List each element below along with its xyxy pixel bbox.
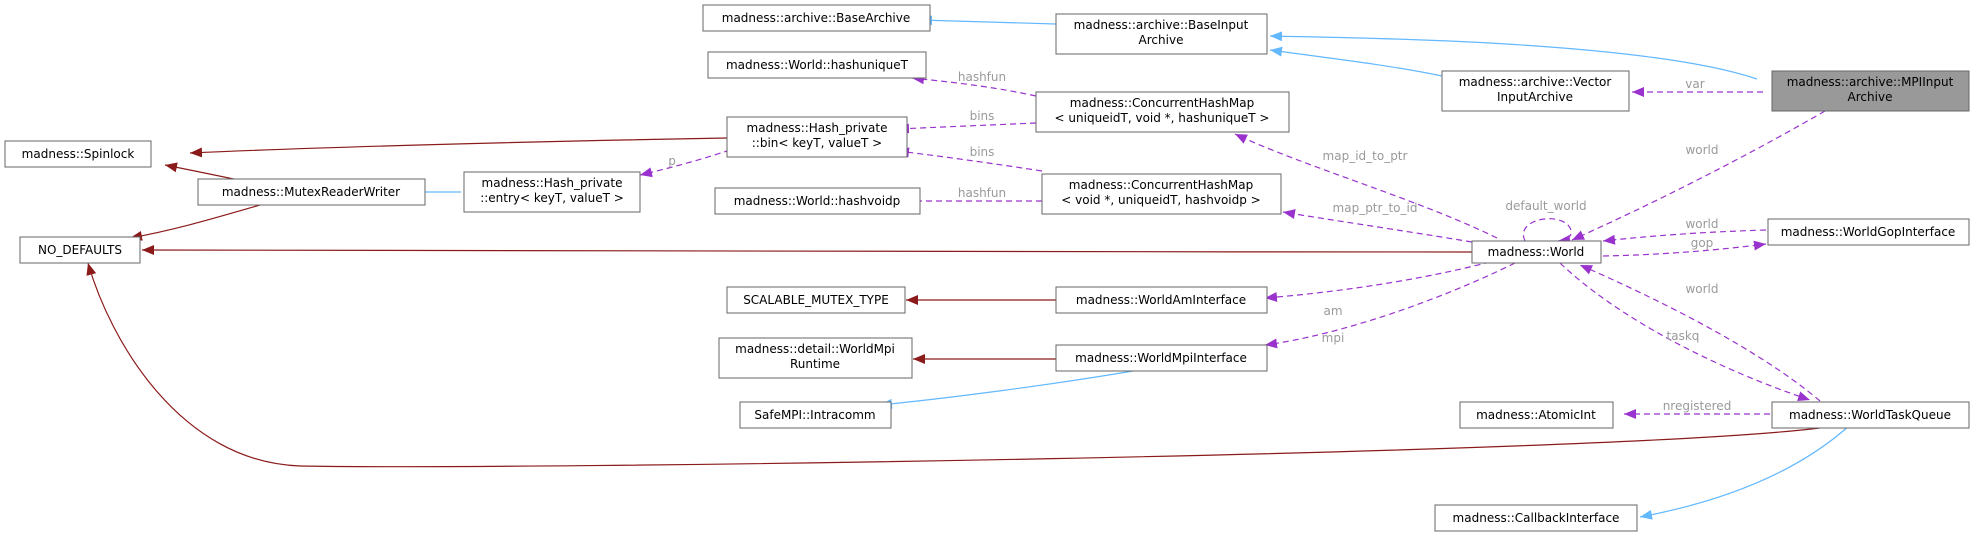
node-safempi-intracomm[interactable]: SafeMPI::Intracomm <box>739 401 892 429</box>
node-hashuniquet[interactable]: madness::World::hashuniqueT <box>707 51 927 79</box>
node-label-line: madness::AtomicInt <box>1476 408 1596 422</box>
node-label-line: ::entry< keyT, valueT > <box>480 191 624 205</box>
edge-hashentry-p-hashbin: p <box>639 149 731 178</box>
node-label-line: madness::Hash_private <box>482 176 623 190</box>
node-world[interactable]: madness::World <box>1471 240 1602 264</box>
edge-label-world-2: world <box>1685 217 1718 231</box>
node-label-line: madness::ConcurrentHashMap <box>1069 178 1253 192</box>
edge-hashbin-bins-chm-voidp: bins <box>896 145 1043 172</box>
node-label-line: madness::WorldGopInterface <box>1781 225 1956 239</box>
edge-label-mpi: mpi <box>1322 331 1345 345</box>
edge-label-bins-2: bins <box>970 145 995 159</box>
edge-atomicint-nregistered-taskqueue: nregistered <box>1624 399 1770 419</box>
node-label-line: madness::Spinlock <box>22 147 135 161</box>
node-hash-bin[interactable]: madness::Hash_private ::bin< keyT, value… <box>726 116 908 158</box>
node-label-line: SafeMPI::Intracomm <box>754 408 875 422</box>
edge-mpiinput-to-baseinput <box>1269 31 1758 80</box>
node-label-line: madness::detail::WorldMpi <box>735 342 895 356</box>
node-label-line: SCALABLE_MUTEX_TYPE <box>743 293 889 307</box>
node-label-line: madness::Hash_private <box>747 121 888 135</box>
node-label-line: < uniqueidT, void *, hashuniqueT > <box>1055 111 1270 125</box>
node-label-line: InputArchive <box>1497 90 1573 104</box>
node-base-archive[interactable]: madness::archive::BaseArchive <box>702 4 931 32</box>
node-vector-input-archive[interactable]: madness::archive::Vector InputArchive <box>1441 70 1630 112</box>
node-hashvoidp[interactable]: madness::World::hashvoidp <box>714 187 921 215</box>
edge-chm-uniqueid-map-id-to-ptr-world: map_id_to_ptr <box>1234 133 1498 239</box>
node-scalable-mutex-type[interactable]: SCALABLE_MUTEX_TYPE <box>726 286 906 314</box>
edge-world-am-worldam: am <box>1264 261 1491 318</box>
node-label-line: < void *, uniqueidT, hashvoidp > <box>1061 193 1260 207</box>
node-label-line: madness::archive::MPIInput <box>1787 75 1954 89</box>
node-label-line: madness::archive::Vector <box>1459 75 1612 89</box>
edge-label-bins-1: bins <box>970 109 995 123</box>
node-label-line: madness::archive::BaseInput <box>1074 18 1249 32</box>
edge-chm-voidp-map-ptr-to-id-world: map_ptr_to_id <box>1282 201 1473 243</box>
edge-world-default-world-self: default_world <box>1505 199 1587 245</box>
edge-label-world-3: world <box>1685 282 1718 296</box>
edge-world-mpi-worldmpi: mpi <box>1264 262 1516 349</box>
node-world-gop-interface[interactable]: madness::WorldGopInterface <box>1767 218 1970 246</box>
edge-taskqueue-to-nodefaults <box>86 262 1821 468</box>
node-label-line: Archive <box>1848 90 1893 104</box>
node-hash-entry[interactable]: madness::Hash_private ::entry< keyT, val… <box>463 171 641 213</box>
edge-hashbin-to-spinlock <box>189 137 728 158</box>
edge-vectorinput-to-baseinput <box>1269 46 1443 77</box>
edge-world-to-nodefaults <box>141 245 1473 256</box>
node-label-line: ::bin< keyT, valueT > <box>752 136 882 150</box>
edge-label-gop: gop <box>1691 236 1714 250</box>
edge-label-var: var <box>1685 77 1704 91</box>
node-world-am-interface[interactable]: madness::WorldAmInterface <box>1055 286 1268 314</box>
node-label-line: Archive <box>1139 33 1184 47</box>
edge-hashbin-bins-chm-uniqueid: bins <box>896 109 1037 134</box>
node-world-mpi-interface[interactable]: madness::WorldMpiInterface <box>1055 344 1268 372</box>
edge-mutexrw-to-nodefaults <box>129 204 261 241</box>
node-world-task-queue[interactable]: madness::WorldTaskQueue <box>1771 401 1970 429</box>
edge-label-map-ptr-to-id: map_ptr_to_id <box>1333 201 1418 215</box>
node-label-line: madness::World::hashuniqueT <box>726 58 909 72</box>
edge-label-p: p <box>668 154 676 168</box>
node-callback-interface[interactable]: madness::CallbackInterface <box>1434 504 1638 532</box>
node-label-line: madness::WorldAmInterface <box>1076 293 1246 307</box>
edge-world-world-mpiinput: world <box>1571 110 1826 241</box>
edge-world-taskq-taskqueue: taskq <box>1559 262 1811 401</box>
edge-taskqueue-world-world: world <box>1579 264 1821 402</box>
edge-vectorinput-var-mpiinput: var <box>1632 77 1763 97</box>
node-chm-uniqueid[interactable]: madness::ConcurrentHashMap < uniqueidT, … <box>1035 91 1290 133</box>
node-atomic-int[interactable]: madness::AtomicInt <box>1459 401 1614 429</box>
edge-label-hashfun-2: hashfun <box>958 186 1006 200</box>
node-label-line: madness::World <box>1488 245 1585 259</box>
edge-taskqueue-to-callback <box>1639 424 1851 520</box>
edge-hashvoidp-hashfun-chm: hashfun <box>901 186 1042 206</box>
node-base-input-archive[interactable]: madness::archive::BaseInput Archive <box>1055 13 1268 55</box>
node-world-mpi-runtime[interactable]: madness::detail::WorldMpi Runtime <box>718 337 913 379</box>
edge-hashuniquet-hashfun-chm: hashfun <box>911 70 1037 97</box>
edge-world-gop-worldgop: gop <box>1602 236 1767 257</box>
edge-label-nregistered: nregistered <box>1663 399 1732 413</box>
node-label-line: madness::archive::BaseArchive <box>722 11 911 25</box>
node-label-line: madness::WorldMpiInterface <box>1075 351 1247 365</box>
node-label-line: madness::ConcurrentHashMap <box>1070 96 1254 110</box>
node-label-line: madness::World::hashvoidp <box>734 194 901 208</box>
node-chm-voidp[interactable]: madness::ConcurrentHashMap < void *, uni… <box>1041 173 1282 215</box>
node-label-line: madness::CallbackInterface <box>1453 511 1620 525</box>
node-spinlock[interactable]: madness::Spinlock <box>4 140 152 168</box>
edge-label-hashfun-1: hashfun <box>958 70 1006 84</box>
node-mpi-input-archive[interactable]: madness::archive::MPIInput Archive <box>1771 70 1970 112</box>
node-mutex-reader-writer[interactable]: madness::MutexReaderWriter <box>197 178 426 206</box>
node-label-line: madness::MutexReaderWriter <box>222 185 400 199</box>
node-label-line: NO_DEFAULTS <box>38 243 122 257</box>
edge-worldmpi-to-intracomm <box>879 370 1134 409</box>
node-label-line: Runtime <box>790 357 840 371</box>
edge-baseinput-to-basearchive <box>919 15 1057 26</box>
edge-label-am: am <box>1323 304 1342 318</box>
edge-label-default-world: default_world <box>1505 199 1586 213</box>
edge-worldgop-world-world: world <box>1602 217 1767 245</box>
node-no-defaults[interactable]: NO_DEFAULTS <box>19 236 141 264</box>
edge-label-map-id-to-ptr: map_id_to_ptr <box>1323 149 1408 163</box>
edge-label-taskq: taskq <box>1667 329 1700 343</box>
edge-label-world-1: world <box>1685 143 1718 157</box>
node-label-line: madness::WorldTaskQueue <box>1789 408 1951 422</box>
